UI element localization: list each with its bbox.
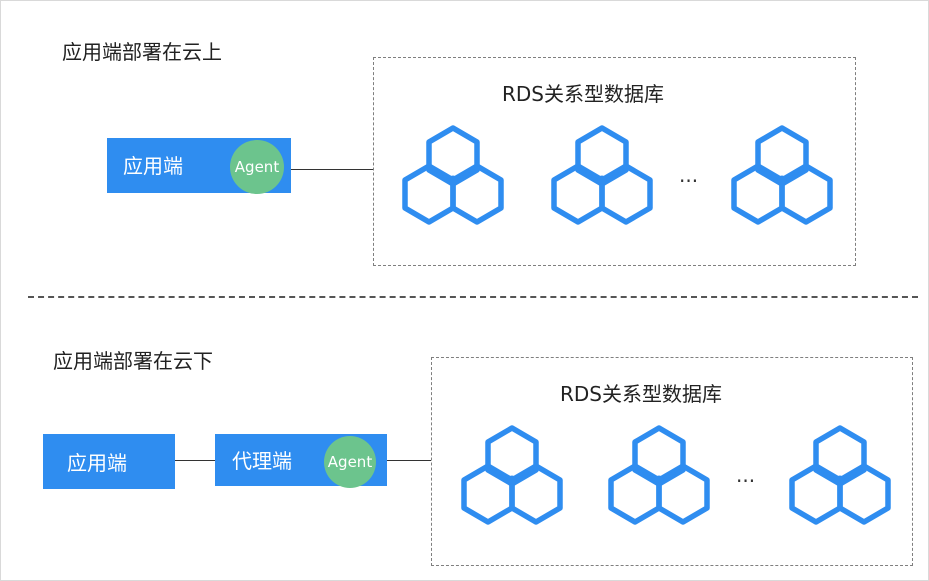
- proxy-box: 代理端 Agent: [215, 434, 387, 488]
- database-cluster-icon: [784, 424, 896, 526]
- connector-line: [387, 460, 431, 461]
- rds-group-cloud: RDS关系型数据库: [373, 57, 856, 266]
- rds-group-label: RDS关系型数据库: [560, 382, 722, 406]
- ellipsis: ...: [736, 463, 756, 487]
- app-box-cloud: 应用端 Agent: [107, 138, 291, 194]
- agent-badge: Agent: [230, 140, 284, 194]
- database-cluster-icon: [397, 124, 509, 226]
- database-cluster-icon: [456, 424, 568, 526]
- section-title-cloud: 应用端部署在云上: [62, 40, 222, 64]
- database-cluster-icon: [603, 424, 715, 526]
- rds-group-offcloud: RDS关系型数据库: [431, 357, 913, 566]
- app-label: 应用端: [123, 154, 183, 178]
- proxy-label: 代理端: [232, 449, 292, 473]
- database-cluster-icon: [546, 124, 658, 226]
- section-title-offcloud: 应用端部署在云下: [53, 349, 213, 373]
- app-label: 应用端: [67, 451, 127, 475]
- agent-badge: Agent: [324, 436, 376, 488]
- rds-group-label: RDS关系型数据库: [502, 82, 664, 106]
- app-box-offcloud: 应用端: [43, 434, 175, 489]
- ellipsis: ...: [679, 163, 699, 187]
- database-cluster-icon: [726, 124, 838, 226]
- connector-line: [175, 460, 215, 461]
- section-separator: [28, 296, 918, 298]
- connector-line: [291, 169, 373, 170]
